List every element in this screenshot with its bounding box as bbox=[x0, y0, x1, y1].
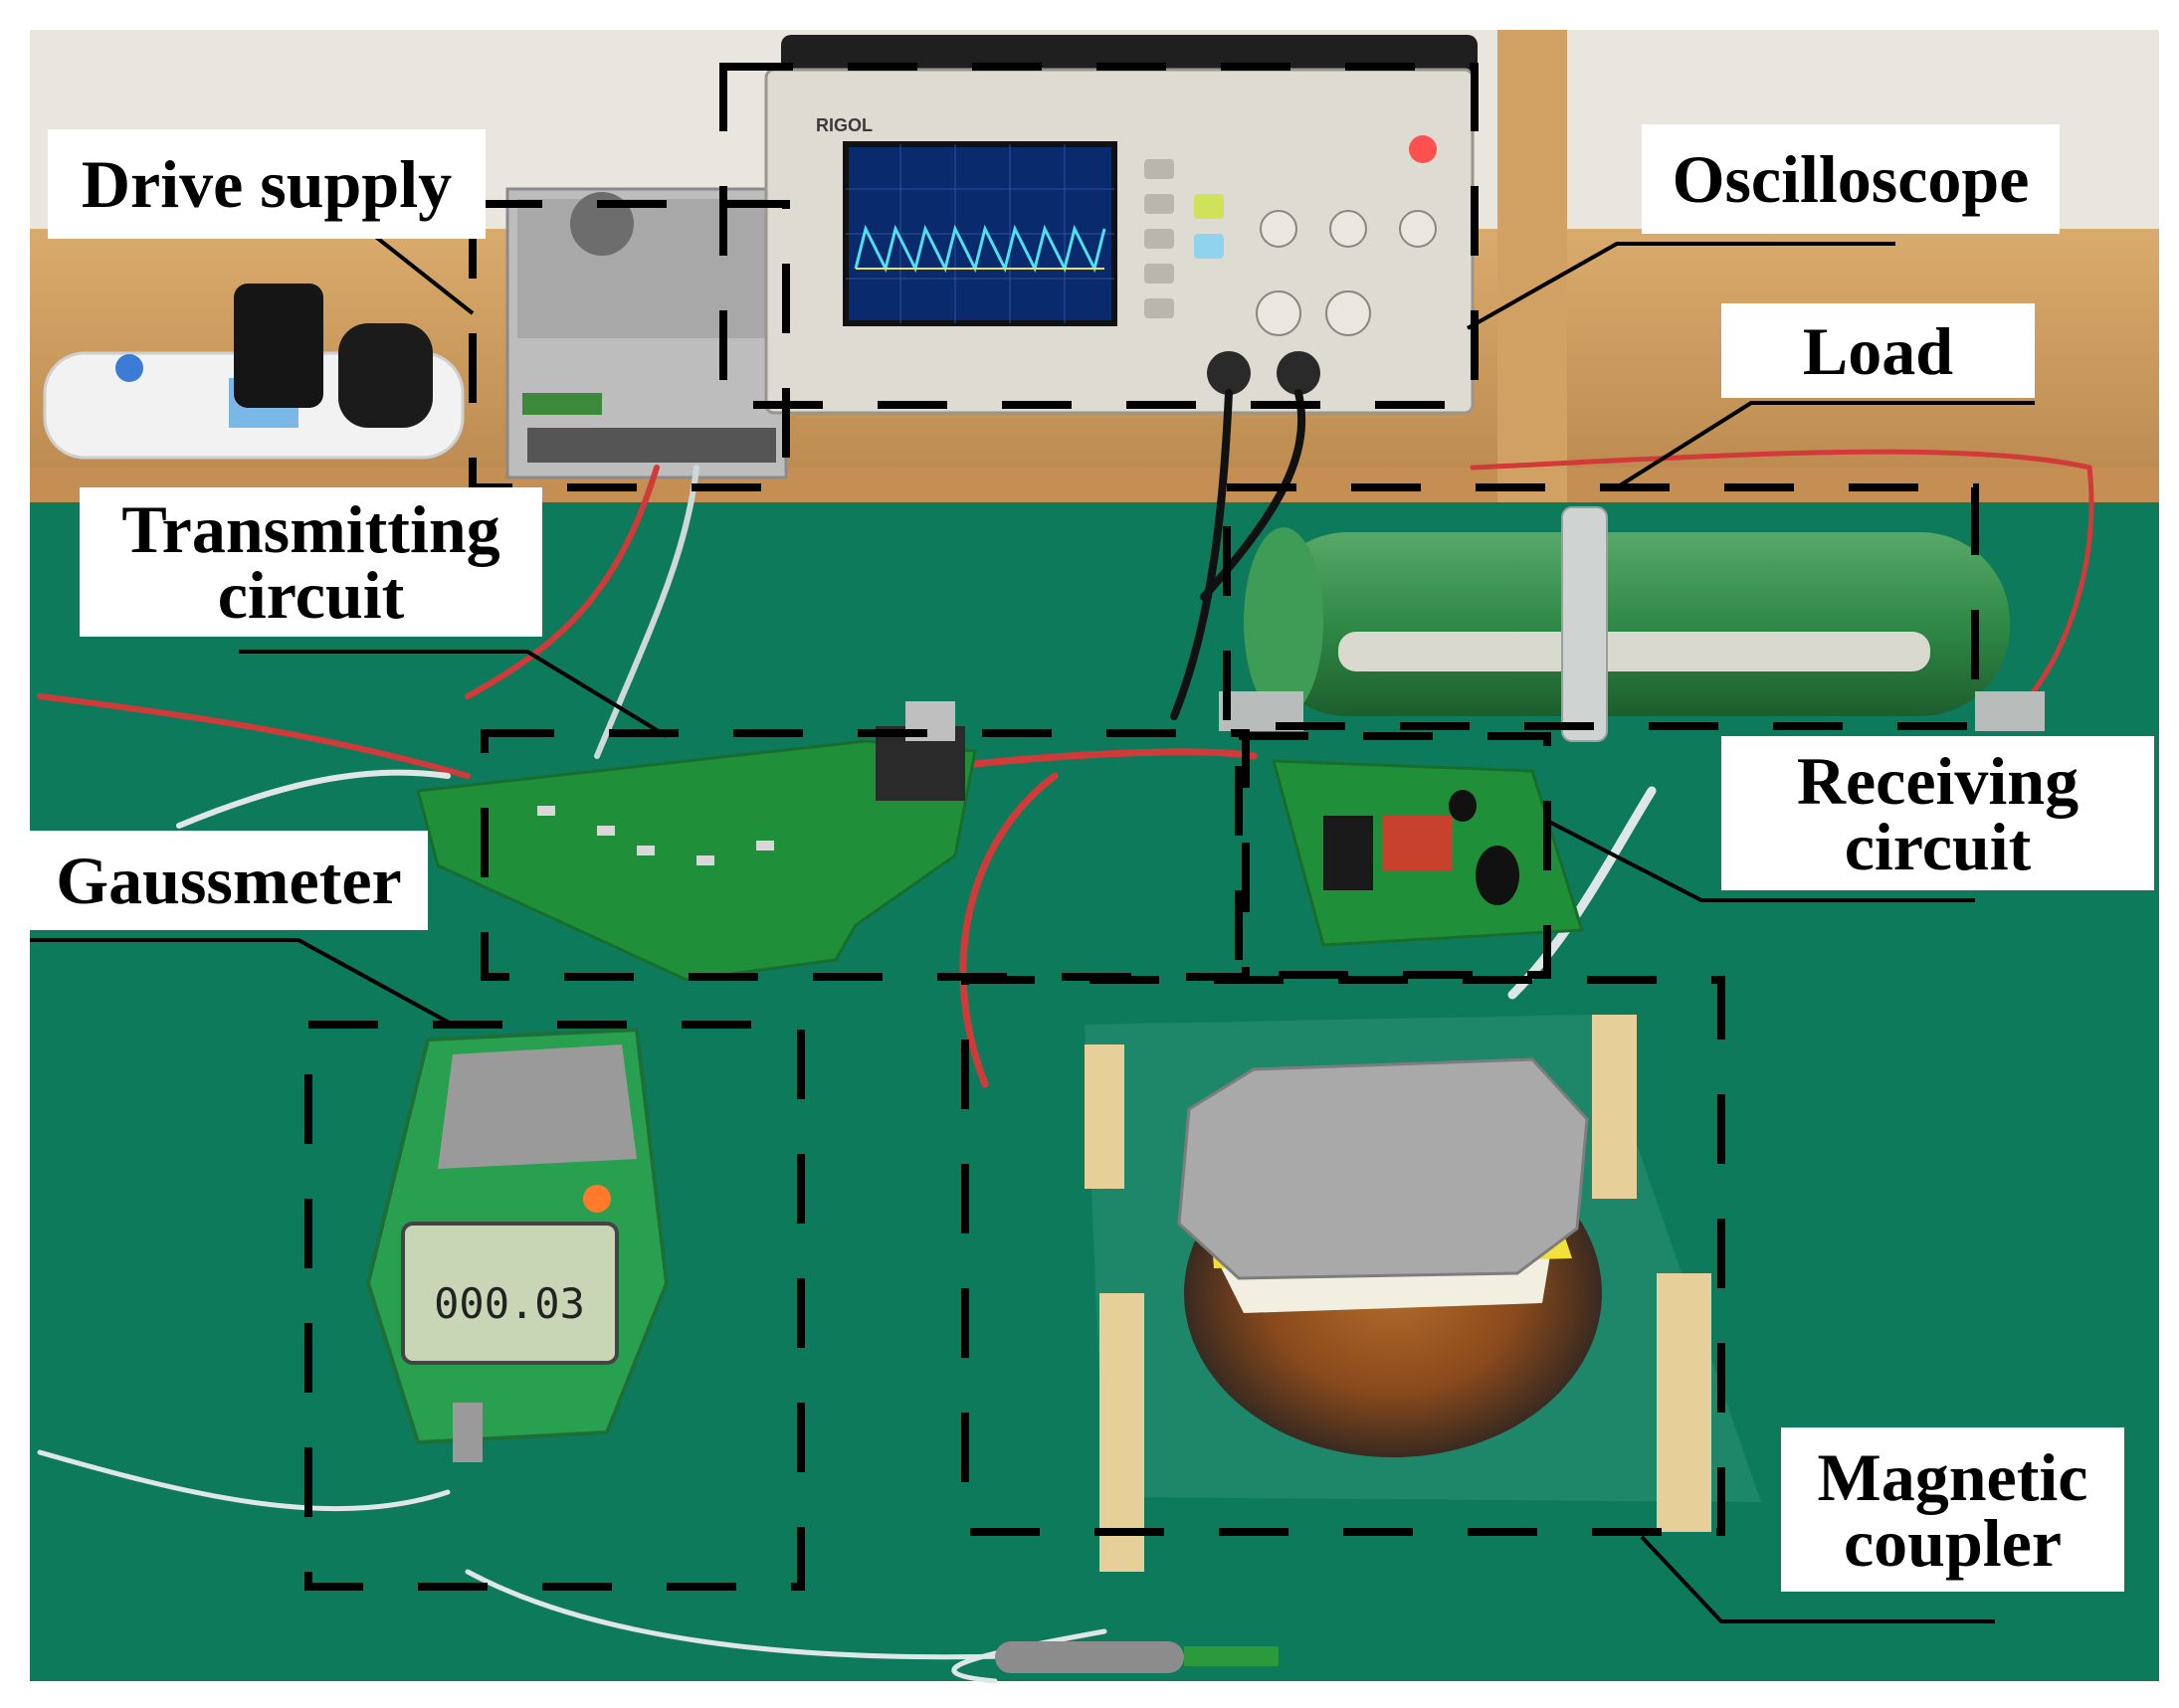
receiving-circuit-box bbox=[1235, 732, 1551, 979]
load-box bbox=[1223, 483, 1979, 730]
oscilloscope-box bbox=[719, 63, 1479, 409]
shelf-divider bbox=[1497, 30, 1567, 507]
oscilloscope-label: Oscilloscope bbox=[1642, 124, 2060, 234]
load-resistor bbox=[1219, 506, 2045, 742]
gaussmeter-box bbox=[304, 1021, 805, 1591]
power-strip bbox=[43, 284, 465, 460]
transmitting-pcb bbox=[416, 701, 977, 982]
transmitting-circuit-label: Transmitting circuit bbox=[80, 487, 542, 637]
oscilloscope-unit: RIGOL bbox=[764, 35, 1478, 415]
dashed-outlines bbox=[304, 63, 1979, 1591]
load-label: Load bbox=[1721, 303, 2035, 398]
magnetic-coupler-unit bbox=[1085, 1015, 1761, 1572]
gaussmeter-unit: 000.03 bbox=[365, 1027, 670, 1462]
magnetic-coupler-label: Magnetic coupler bbox=[1781, 1427, 2124, 1592]
drive-supply-unit bbox=[505, 187, 788, 479]
gaussmeter-reading: 000.03 bbox=[434, 1279, 585, 1328]
waveform-cyan bbox=[854, 224, 1106, 274]
gauss-probe bbox=[995, 1641, 1279, 1673]
receiving-pcb bbox=[1272, 759, 1585, 947]
gaussmeter-label: Gaussmeter bbox=[30, 831, 428, 930]
drive-supply-box bbox=[469, 200, 790, 491]
drive-supply-label: Drive supply bbox=[48, 129, 486, 239]
cables bbox=[37, 389, 2094, 1684]
magnetic-coupler-box bbox=[961, 976, 1725, 1536]
oscilloscope-brand: RIGOL bbox=[816, 115, 873, 135]
transmitting-circuit-box bbox=[481, 729, 1250, 981]
receiving-circuit-label: Receiving circuit bbox=[1721, 736, 2154, 890]
